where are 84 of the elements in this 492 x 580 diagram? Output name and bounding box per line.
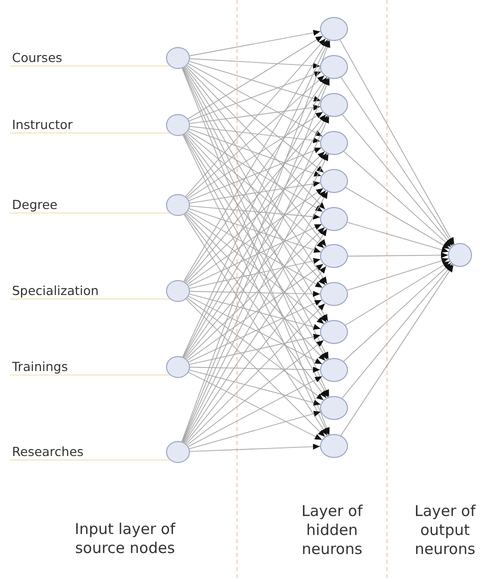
arrow <box>188 71 322 122</box>
input-label: Degree <box>12 197 58 213</box>
neuron-circle <box>320 206 348 230</box>
arrow <box>184 134 327 322</box>
neuron-circle <box>448 243 472 267</box>
neuron-circle <box>320 320 348 344</box>
arrow <box>184 66 327 247</box>
arrow <box>340 76 454 246</box>
leader-line <box>10 132 170 134</box>
neuron-circle <box>166 114 190 136</box>
layer-caption: Layer of hidden neurons <box>300 502 364 559</box>
arrow <box>184 190 326 359</box>
arrow <box>184 214 327 398</box>
arrow <box>186 75 325 198</box>
arrow <box>190 366 320 373</box>
arrow <box>345 260 450 326</box>
arrow <box>343 150 452 248</box>
neuron-circle <box>166 280 190 302</box>
arrow <box>190 104 321 124</box>
arrow <box>190 126 320 144</box>
layer-caption: Input layer of source nodes <box>74 520 176 558</box>
leader-line <box>10 374 170 376</box>
arrow <box>188 147 322 201</box>
arrow <box>186 340 324 446</box>
neuron-circle <box>166 47 190 69</box>
arrow <box>186 64 324 173</box>
input-label: Instructor <box>12 117 73 133</box>
arrow <box>340 39 455 245</box>
layer-caption: Layer of output neurons <box>413 502 477 559</box>
neuron-circle <box>320 92 348 117</box>
arrow <box>187 264 324 361</box>
neuron-circle <box>320 434 348 458</box>
arrow <box>189 370 321 406</box>
neuron-circle <box>320 244 348 268</box>
input-label: Trainings <box>12 359 68 375</box>
arrow <box>186 298 324 400</box>
arrow <box>186 132 324 248</box>
neuron-circle <box>320 358 348 382</box>
arrow <box>189 410 322 450</box>
arrow <box>189 294 321 330</box>
neuron-circle <box>166 356 190 378</box>
arrow <box>187 188 324 285</box>
arrow <box>346 222 449 253</box>
arrow <box>346 258 449 291</box>
arrow <box>187 112 324 200</box>
arrow <box>188 63 323 137</box>
arrow <box>190 58 320 69</box>
arrow <box>340 264 454 436</box>
arrow <box>189 30 321 56</box>
arrow <box>184 266 326 444</box>
arrow <box>189 258 321 289</box>
neuron-circle <box>320 396 348 420</box>
arrow <box>188 36 323 120</box>
neuron-circle <box>320 130 348 155</box>
arrow <box>342 264 453 399</box>
neuron-circle <box>166 441 190 463</box>
arrow <box>185 38 326 197</box>
arrow <box>190 206 320 220</box>
neuron-circle <box>166 194 190 216</box>
arrow <box>348 252 448 258</box>
arrow <box>189 180 321 204</box>
arrow <box>190 444 320 452</box>
neuron-circle <box>320 282 348 306</box>
input-label: Researches <box>12 444 84 460</box>
arrow <box>188 224 322 286</box>
input-label: Courses <box>12 50 62 66</box>
arrow <box>189 334 321 365</box>
neuron-circle <box>320 54 348 79</box>
leader-line <box>10 298 170 300</box>
arrow <box>342 114 453 246</box>
input-label: Specialization <box>12 283 99 299</box>
arrow <box>186 66 326 210</box>
leader-line <box>10 212 170 214</box>
arrow <box>188 210 323 288</box>
arrow <box>190 290 320 297</box>
arrow <box>188 128 322 176</box>
arrow <box>189 61 322 102</box>
arrow <box>188 208 322 253</box>
neuron-circle <box>320 17 348 41</box>
arrow <box>345 187 450 250</box>
arrow <box>186 212 324 324</box>
arrow <box>343 262 452 362</box>
neuron-circle <box>320 168 348 193</box>
arrow <box>188 130 323 212</box>
